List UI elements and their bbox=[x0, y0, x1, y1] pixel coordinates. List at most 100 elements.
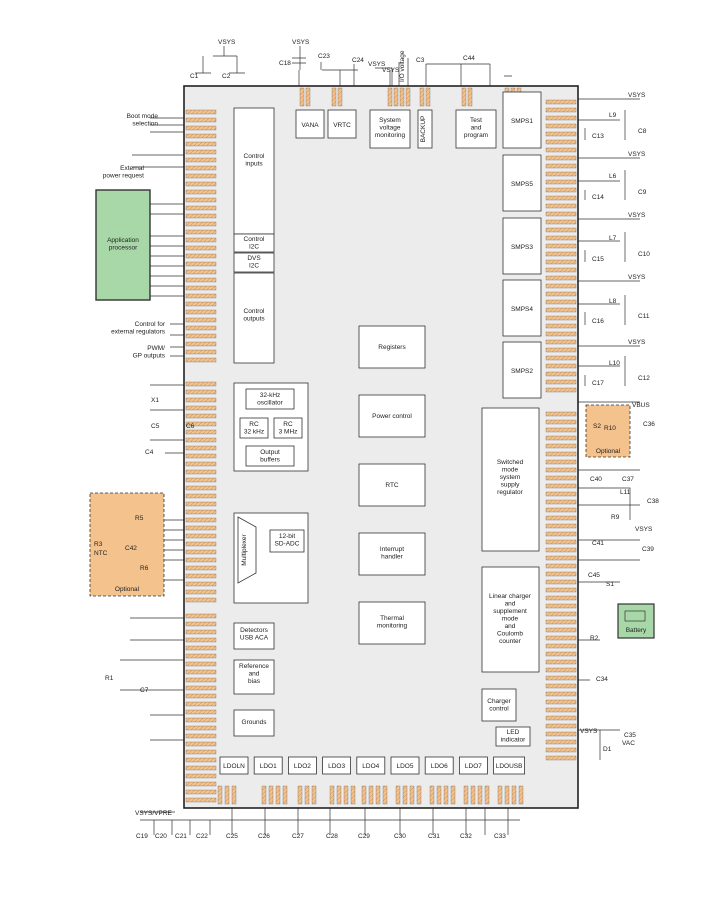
top-pin bbox=[467, 87, 473, 107]
component-label: R5 bbox=[135, 515, 144, 522]
supply-label-2: VSYS bbox=[368, 61, 386, 68]
right-pin bbox=[545, 747, 577, 753]
backup-block bbox=[417, 109, 433, 149]
component-label: R9 bbox=[611, 514, 620, 521]
left-pin bbox=[185, 685, 217, 691]
left-pin bbox=[185, 173, 217, 179]
bottom-pin bbox=[375, 785, 381, 805]
io-voltage-label: I/O voltage bbox=[399, 50, 406, 82]
component-label: L11 bbox=[620, 489, 631, 496]
left-pin bbox=[185, 405, 217, 411]
charger-control-block bbox=[481, 688, 517, 722]
component-label: C40 bbox=[590, 476, 602, 483]
left-pin bbox=[185, 477, 217, 483]
right-pin bbox=[545, 387, 577, 393]
switched-mode-regulator-block bbox=[481, 407, 540, 552]
right-pin bbox=[545, 211, 577, 217]
smps2-block bbox=[502, 341, 542, 399]
multiplexer-shape bbox=[237, 516, 257, 584]
component-label: C22 bbox=[196, 833, 208, 840]
supply-label-8: VSYS bbox=[628, 339, 646, 346]
left-pin bbox=[185, 789, 217, 795]
right-pin bbox=[545, 419, 577, 425]
bottom-pin bbox=[329, 785, 335, 805]
right-pin bbox=[545, 467, 577, 473]
vana-block bbox=[295, 109, 325, 139]
bottom-pin bbox=[297, 785, 303, 805]
right-pin bbox=[545, 139, 577, 145]
component-label: C28 bbox=[326, 833, 338, 840]
component-label: C18 bbox=[279, 60, 291, 67]
ldo-block bbox=[219, 756, 249, 775]
component-label: C11 bbox=[638, 313, 650, 320]
left-pin bbox=[185, 293, 217, 299]
detectors-block bbox=[233, 622, 275, 650]
bottom-pin bbox=[350, 785, 356, 805]
ldo-label: LDO2 bbox=[294, 763, 311, 770]
component-label: L10 bbox=[609, 360, 620, 367]
bottom-pin bbox=[268, 785, 274, 805]
bottom-pin bbox=[402, 785, 408, 805]
top-pin bbox=[399, 87, 405, 107]
component-label: R6 bbox=[140, 565, 149, 572]
left-pin bbox=[185, 757, 217, 763]
right-pin bbox=[545, 371, 577, 377]
smps4-block bbox=[502, 279, 542, 337]
right-pin bbox=[545, 363, 577, 369]
left-pin bbox=[185, 349, 217, 355]
right-pin bbox=[545, 683, 577, 689]
left-pin bbox=[185, 189, 217, 195]
bottom-pin bbox=[484, 785, 490, 805]
left-pin bbox=[185, 501, 217, 507]
control-inputs-block bbox=[233, 107, 275, 235]
left-pin bbox=[185, 653, 217, 659]
bottom-pin bbox=[368, 785, 374, 805]
right-pin bbox=[545, 691, 577, 697]
left-pin bbox=[185, 125, 217, 131]
right-pin bbox=[545, 259, 577, 265]
component-label: R2 bbox=[590, 635, 599, 642]
right-pin bbox=[545, 283, 577, 289]
right-pin bbox=[545, 427, 577, 433]
right-pin bbox=[545, 515, 577, 521]
right-pin bbox=[545, 379, 577, 385]
left-pin bbox=[185, 669, 217, 675]
right-pin bbox=[545, 579, 577, 585]
bottom-pin bbox=[395, 785, 401, 805]
component-label: L9 bbox=[609, 112, 617, 119]
left-pin bbox=[185, 549, 217, 555]
component-label: C37 bbox=[622, 476, 634, 483]
right-pin bbox=[545, 499, 577, 505]
right-pin bbox=[545, 131, 577, 137]
left-pin bbox=[185, 197, 217, 203]
left-pin bbox=[185, 773, 217, 779]
left-pin bbox=[185, 381, 217, 387]
battery-icon bbox=[624, 610, 646, 622]
left-pin bbox=[185, 149, 217, 155]
control-outputs-block bbox=[233, 272, 275, 364]
bottom-pin bbox=[463, 785, 469, 805]
component-label: C45 bbox=[588, 572, 600, 579]
left-pin bbox=[185, 589, 217, 595]
right-pin bbox=[545, 355, 577, 361]
left-pin bbox=[185, 765, 217, 771]
right-pin bbox=[545, 179, 577, 185]
optional-ntc-box bbox=[89, 492, 165, 597]
left-pin bbox=[185, 749, 217, 755]
left-pin bbox=[185, 557, 217, 563]
component-label: C25 bbox=[226, 833, 238, 840]
component-label: C21 bbox=[175, 833, 187, 840]
bottom-pin bbox=[361, 785, 367, 805]
top-pin bbox=[305, 87, 311, 107]
top-pin bbox=[419, 87, 425, 107]
